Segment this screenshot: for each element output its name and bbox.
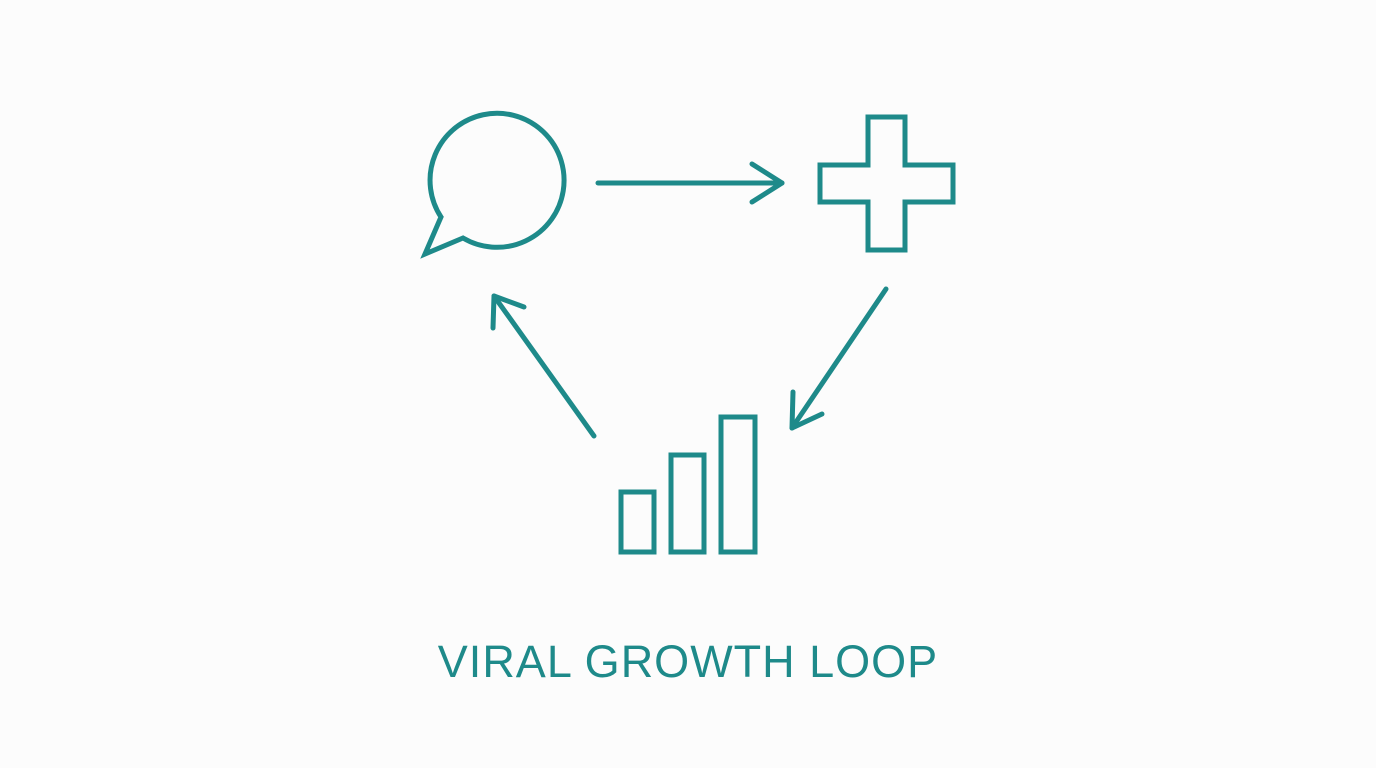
bar-chart-icon bbox=[618, 414, 758, 555]
arrow-add-to-growth bbox=[789, 286, 889, 431]
speech-bubble-icon bbox=[420, 110, 567, 259]
arrow-share-to-add bbox=[595, 161, 785, 205]
diagram-title: VIRAL GROWTH LOOP bbox=[437, 636, 939, 687]
plus-icon bbox=[817, 114, 956, 253]
arrow-growth-to-share bbox=[490, 293, 597, 439]
